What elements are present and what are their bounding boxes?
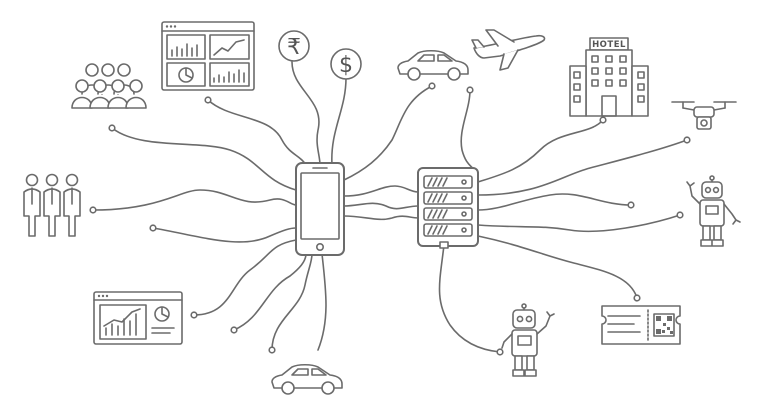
node-dot	[230, 326, 238, 334]
node-dot	[676, 211, 684, 219]
line-server-car	[343, 85, 433, 181]
robot-icon	[501, 303, 555, 377]
line-server-ticket	[477, 235, 638, 299]
smartphone-icon	[295, 162, 345, 256]
node-dot	[204, 96, 212, 104]
line-server-robot-right	[477, 193, 632, 211]
node-dot	[599, 116, 607, 124]
line-link-2	[343, 202, 419, 210]
dollar-coin-icon: $	[330, 48, 362, 80]
car-icon	[397, 49, 469, 81]
node-dot	[190, 311, 198, 319]
node-dot	[268, 346, 276, 354]
line-server-robot-bottom	[438, 244, 501, 353]
line-phone-bottom-left	[233, 254, 307, 331]
line-link-3	[343, 215, 419, 221]
presentation-chart-icon	[93, 291, 183, 345]
car-icon	[271, 363, 343, 395]
hotel-sign: HOTEL	[592, 40, 626, 50]
node-dot	[149, 224, 157, 232]
line-phone-left-node	[152, 227, 297, 243]
robot-icon	[686, 175, 741, 247]
node-dot	[633, 294, 641, 302]
node-dot	[627, 201, 635, 209]
line-phone-people	[92, 189, 297, 211]
connection-nodes	[89, 82, 691, 356]
rupee-symbol: ₹	[287, 35, 301, 60]
line-server-plane	[460, 89, 475, 171]
line-phone-dashboard	[207, 99, 307, 166]
line-server-node-right	[477, 214, 681, 233]
node-dot	[108, 124, 116, 132]
node-dot	[466, 86, 474, 94]
ticket-qr-icon	[601, 305, 681, 345]
node-dot	[683, 136, 691, 144]
dollar-symbol: $	[339, 53, 353, 78]
line-phone-car	[317, 253, 327, 351]
analytics-dashboard-icon	[161, 21, 255, 91]
line-phone-presentation	[193, 239, 297, 316]
line-phone-bottom-node	[271, 253, 313, 351]
connection-lines	[92, 61, 688, 353]
line-server-drone	[477, 139, 688, 196]
line-phone-group	[111, 127, 297, 191]
people-group-icon	[71, 63, 147, 109]
line-phone-rupee	[291, 61, 321, 166]
drone-icon	[671, 101, 737, 130]
business-people-icon	[23, 173, 81, 237]
line-phone-dollar	[331, 77, 347, 166]
airplane-icon	[471, 29, 546, 71]
line-link-1	[343, 185, 419, 197]
node-dot	[428, 82, 436, 90]
line-server-hotel	[477, 119, 604, 183]
node-dot	[89, 206, 97, 214]
server-icon	[417, 167, 479, 249]
rupee-coin-icon: ₹	[278, 30, 310, 62]
node-dot	[496, 348, 504, 356]
hotel-icon: HOTEL	[569, 37, 649, 117]
